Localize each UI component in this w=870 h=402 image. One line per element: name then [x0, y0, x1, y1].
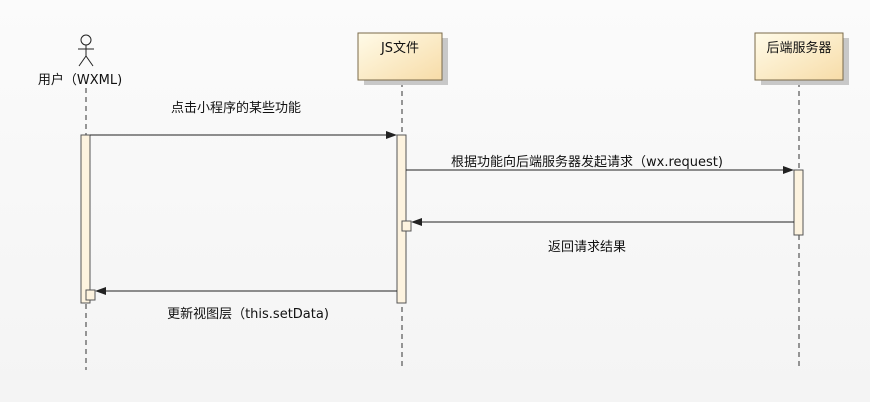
message-4[interactable]: 更新视图层（this.setData) — [95, 287, 397, 322]
participant-js[interactable]: JS文件 — [357, 32, 448, 85]
message-3[interactable]: 返回请求结果 — [411, 218, 794, 255]
participant-label-server: 后端服务器 — [766, 40, 831, 56]
arrowhead-icon — [783, 166, 794, 174]
participant-label-user: 用户（WXML) — [38, 72, 122, 88]
message-1[interactable]: 点击小程序的某些功能 — [90, 100, 397, 139]
participant-box — [357, 32, 443, 81]
activation-server — [793, 169, 804, 236]
message-label: 点击小程序的某些功能 — [171, 100, 301, 116]
activation-user-return — [85, 289, 96, 301]
participant-box — [754, 32, 844, 81]
activation-js — [396, 134, 407, 304]
arrowhead-icon — [411, 218, 422, 226]
activation-js-return — [401, 220, 412, 232]
activation-user — [80, 134, 91, 304]
message-label: 返回请求结果 — [548, 240, 626, 255]
actor-user[interactable]: 用户（WXML) — [38, 34, 122, 88]
message-label: 更新视图层（this.setData) — [167, 306, 329, 322]
arrowhead-icon — [386, 131, 397, 139]
message-2[interactable]: 根据功能向后端服务器发起请求（wx.request) — [406, 154, 794, 174]
message-label: 根据功能向后端服务器发起请求（wx.request) — [451, 154, 723, 170]
participant-label-js: JS文件 — [380, 41, 419, 56]
participant-server[interactable]: 后端服务器 — [754, 32, 849, 85]
stick-figure-icon — [78, 34, 94, 67]
arrowhead-icon — [95, 287, 106, 295]
